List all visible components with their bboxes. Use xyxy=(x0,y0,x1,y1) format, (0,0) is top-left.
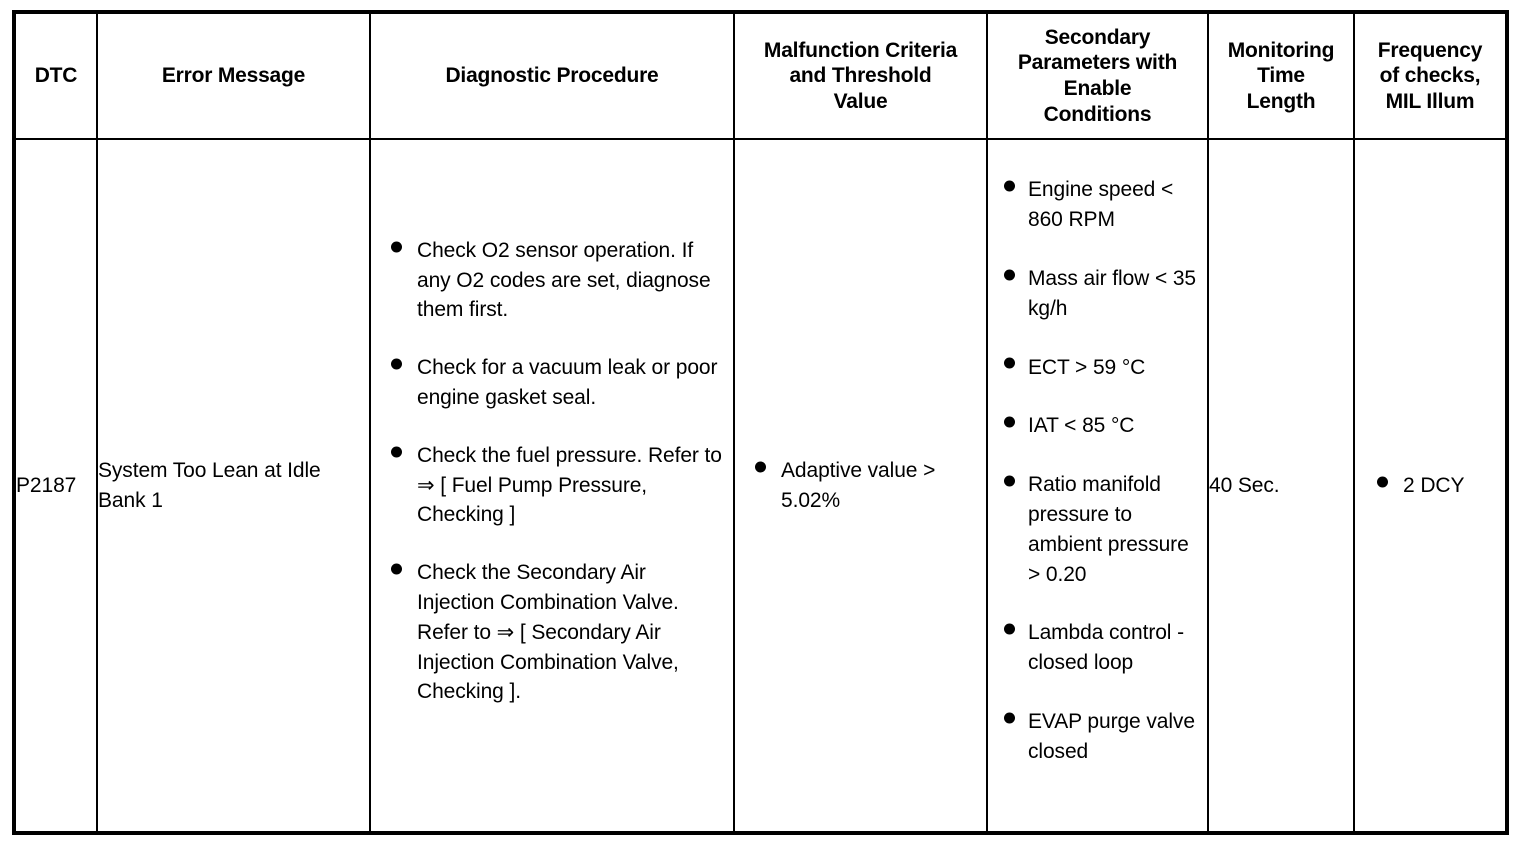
secondary-parameter-item-7: EVAP purge valve closed xyxy=(1028,710,1195,763)
frequency-item-1: 2 DCY xyxy=(1403,473,1465,497)
bullet-icon xyxy=(391,446,402,458)
bullet-icon xyxy=(1377,476,1388,487)
malfunction-criteria-list: Adaptive value > 5.02% xyxy=(735,456,986,516)
column-header-dtc-label: DTC xyxy=(34,64,78,88)
column-header-monitoring-time-line2: Time xyxy=(1257,64,1305,88)
list-item: Check O2 sensor operation. If any O2 cod… xyxy=(383,236,727,325)
list-item: EVAP purge valve closed xyxy=(996,707,1203,767)
column-header-diagnostic-procedure-label: Diagnostic Procedure xyxy=(445,64,659,88)
column-header-secondary-parameters-line1: Secondary xyxy=(1044,25,1151,49)
column-header-frequency-line1: Frequency xyxy=(1377,38,1483,62)
secondary-parameter-item-6: Lambda control - closed loop xyxy=(1028,621,1184,675)
column-header-secondary-parameters-line2: Parameters with xyxy=(1017,51,1178,75)
cell-malfunction-criteria: Adaptive value > 5.02% xyxy=(733,138,988,834)
malfunction-criteria-item-1: Adaptive value > 5.02% xyxy=(781,458,936,512)
column-header-malfunction-criteria-line3: Value xyxy=(833,89,888,113)
column-header-malfunction-criteria-line2: and Threshold xyxy=(789,64,932,88)
list-item: Adaptive value > 5.02% xyxy=(747,456,978,516)
error-message-text: System Too Lean at Idle Bank 1 xyxy=(98,458,321,512)
diagnostic-procedure-item-2: Check for a vacuum leak or poor engine g… xyxy=(417,356,718,409)
list-item: Mass air flow < 35 kg/h xyxy=(996,264,1203,324)
monitoring-time-value: 40 Sec. xyxy=(1209,473,1280,497)
column-header-error-message: Error Message xyxy=(96,11,371,140)
dtc-code: P2187 xyxy=(16,473,77,497)
column-header-frequency-line3: MIL Illum xyxy=(1385,89,1475,113)
bullet-icon xyxy=(1004,623,1015,635)
list-item: Lambda control - closed loop xyxy=(996,618,1203,678)
secondary-parameter-item-4: IAT < 85 °C xyxy=(1028,414,1135,438)
column-header-malfunction-criteria: Malfunction Criteria and Threshold Value xyxy=(733,11,988,140)
column-header-malfunction-criteria-line1: Malfunction Criteria xyxy=(763,38,958,62)
secondary-parameter-item-5: Ratio manifold pressure to ambient press… xyxy=(1028,473,1189,586)
list-item: Check for a vacuum leak or poor engine g… xyxy=(383,353,727,413)
diagnostic-procedure-item-4: Check the Secondary Air Injection Combin… xyxy=(417,561,679,704)
column-header-secondary-parameters-line4: Conditions xyxy=(1043,102,1152,126)
column-header-frequency-line2: of checks, xyxy=(1379,64,1481,88)
column-header-monitoring-time: Monitoring Time Length xyxy=(1207,11,1355,140)
bullet-icon xyxy=(1004,416,1015,428)
bullet-icon xyxy=(391,563,402,575)
dtc-diagnostics-table: DTC Error Message Diagnostic Procedure M… xyxy=(12,10,1509,835)
diagnostic-procedure-item-3: Check the fuel pressure. Refer to ⇒ [ Fu… xyxy=(417,443,722,527)
bullet-icon xyxy=(391,358,402,370)
cell-monitoring-time: 40 Sec. xyxy=(1207,138,1355,834)
list-item: Ratio manifold pressure to ambient press… xyxy=(996,470,1203,589)
frequency-list: 2 DCY xyxy=(1355,471,1505,501)
diagnostic-procedure-list: Check O2 sensor operation. If any O2 cod… xyxy=(371,236,733,708)
bullet-icon xyxy=(1004,357,1015,369)
table-body: P2187 System Too Lean at Idle Bank 1 Che… xyxy=(13,138,1508,834)
column-header-error-message-label: Error Message xyxy=(161,64,306,88)
cell-frequency: 2 DCY xyxy=(1353,138,1508,834)
list-item: Engine speed < 860 RPM xyxy=(996,175,1203,235)
list-item: Check the Secondary Air Injection Combin… xyxy=(383,558,727,707)
column-header-monitoring-time-line1: Monitoring xyxy=(1227,38,1335,62)
bullet-icon xyxy=(1004,475,1015,487)
table-header: DTC Error Message Diagnostic Procedure M… xyxy=(13,11,1508,140)
bullet-icon xyxy=(1004,180,1015,192)
secondary-parameters-list: Engine speed < 860 RPM Mass air flow < 3… xyxy=(988,175,1207,766)
list-item: Check the fuel pressure. Refer to ⇒ [ Fu… xyxy=(383,441,727,530)
header-row: DTC Error Message Diagnostic Procedure M… xyxy=(13,11,1508,140)
cell-dtc: P2187 xyxy=(13,138,98,834)
bullet-icon xyxy=(755,461,766,473)
secondary-parameter-item-3: ECT > 59 °C xyxy=(1028,355,1146,379)
bullet-icon xyxy=(391,241,402,253)
secondary-parameter-item-2: Mass air flow < 35 kg/h xyxy=(1028,266,1197,320)
secondary-parameter-item-1: Engine speed < 860 RPM xyxy=(1028,178,1174,232)
cell-error-message: System Too Lean at Idle Bank 1 xyxy=(96,138,371,834)
column-header-diagnostic-procedure: Diagnostic Procedure xyxy=(369,11,735,140)
list-item: ECT > 59 °C xyxy=(996,353,1203,383)
list-item: IAT < 85 °C xyxy=(996,411,1203,441)
column-header-secondary-parameters-line3: Enable xyxy=(1063,77,1132,100)
column-header-dtc: DTC xyxy=(13,11,98,140)
column-header-secondary-parameters: Secondary Parameters with Enable Conditi… xyxy=(986,11,1209,140)
column-header-monitoring-time-line3: Length xyxy=(1246,89,1316,113)
cell-secondary-parameters: Engine speed < 860 RPM Mass air flow < 3… xyxy=(986,138,1209,834)
bullet-icon xyxy=(1004,269,1015,281)
table-row: P2187 System Too Lean at Idle Bank 1 Che… xyxy=(13,138,1508,834)
bullet-icon xyxy=(1004,712,1015,724)
cell-diagnostic-procedure: Check O2 sensor operation. If any O2 cod… xyxy=(369,138,735,834)
list-item: 2 DCY xyxy=(1369,471,1499,501)
diagnostic-procedure-item-1: Check O2 sensor operation. If any O2 cod… xyxy=(417,238,711,322)
column-header-frequency: Frequency of checks, MIL Illum xyxy=(1353,11,1508,140)
